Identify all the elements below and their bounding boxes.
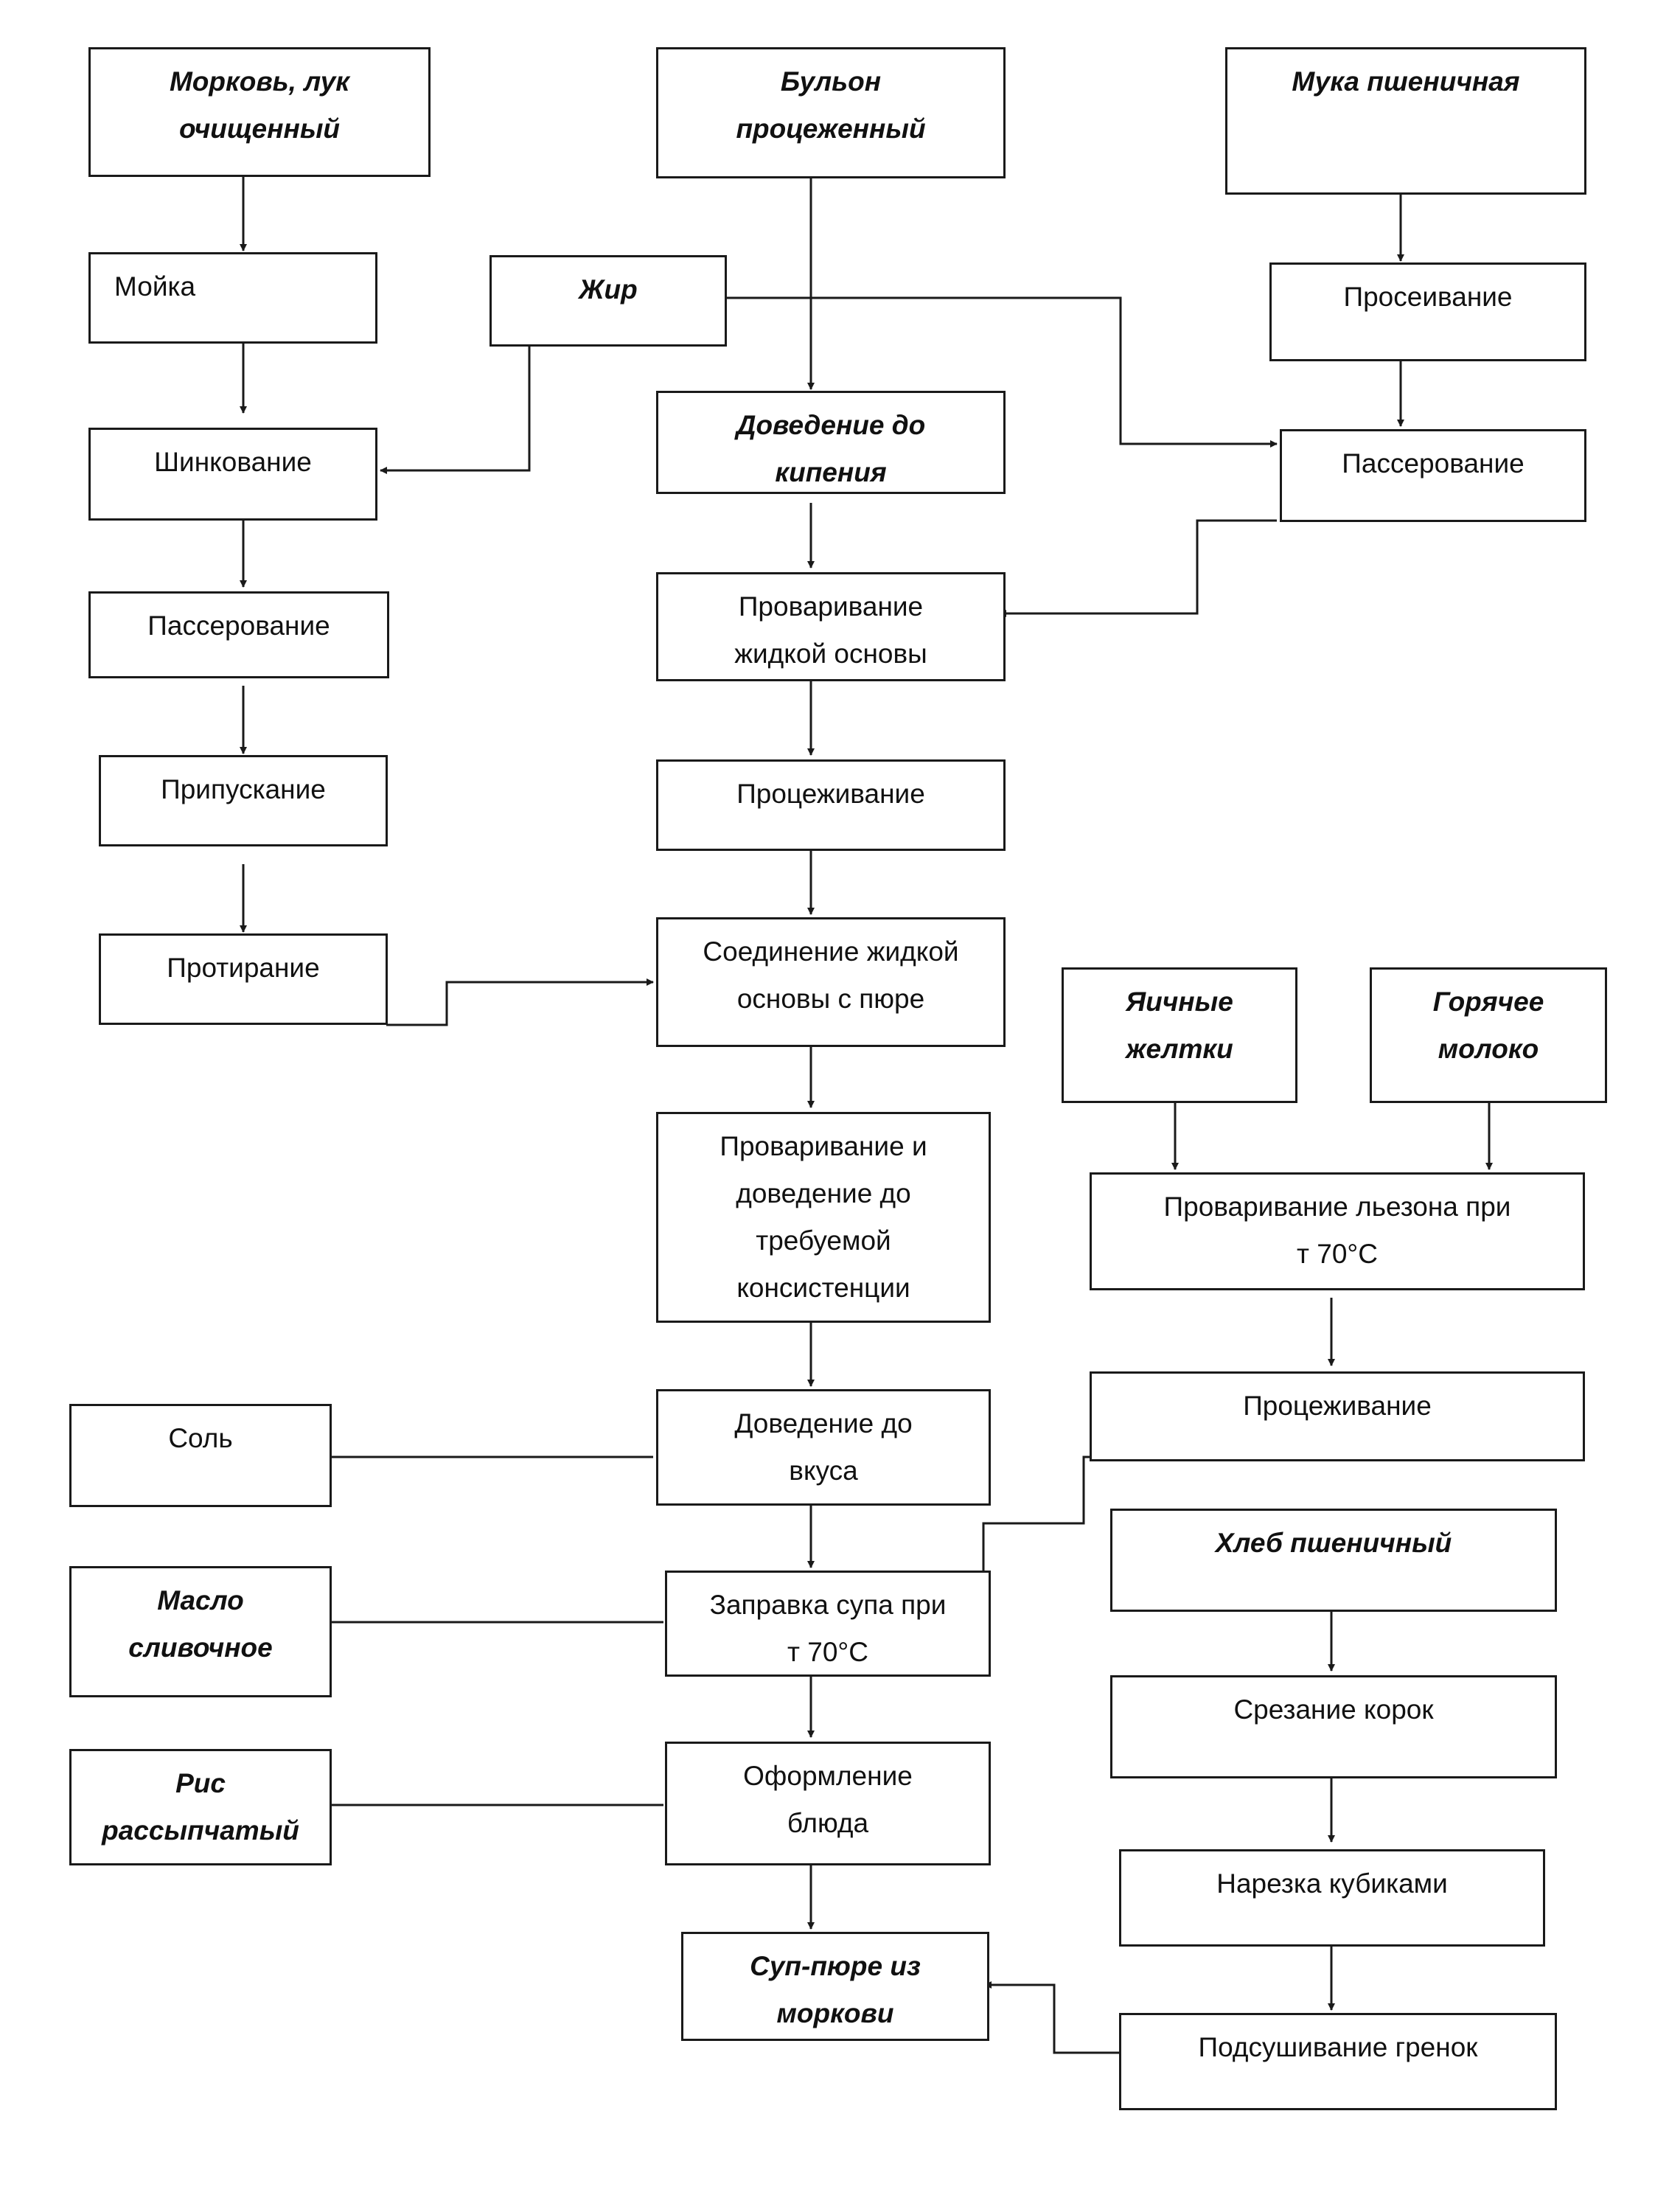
node-label: Проваривание жидкой основы — [734, 591, 927, 669]
node-rubbing: Протирание — [99, 933, 388, 1025]
node-flour: Мука пшеничная — [1225, 47, 1586, 195]
node-label: Припускание — [161, 774, 326, 804]
node-fat: Жир — [489, 255, 727, 347]
node-label: Рис рассыпчатый — [102, 1768, 299, 1846]
node-boiling: Доведение до кипения — [656, 391, 1006, 494]
node-poaching: Припускание — [99, 755, 388, 846]
node-label: Процеживание — [1243, 1391, 1432, 1421]
node-label: Заправка супа при т 70°С — [709, 1590, 947, 1667]
node-hot-milk: Горячее молоко — [1370, 967, 1607, 1103]
node-label: Горячее молоко — [1432, 987, 1544, 1064]
node-label: Протирание — [167, 953, 320, 983]
node-rice: Рис рассыпчатый — [69, 1749, 332, 1865]
node-label: Срезание корок — [1233, 1694, 1434, 1725]
node-label: Проваривание и доведение до требуемой ко… — [719, 1131, 927, 1303]
node-label: Просеивание — [1343, 282, 1513, 312]
node-lezon-straining: Процеживание — [1090, 1371, 1585, 1461]
arrow-lezon-to-dressing — [980, 1455, 1090, 1623]
node-label: Соединение жидкой основы с пюре — [703, 936, 959, 1014]
node-label: Пассерование — [1342, 448, 1525, 479]
node-shredding: Шинкование — [88, 428, 377, 521]
arrow-fat-to-flour-sauteing — [725, 296, 1278, 448]
node-label: Пассерование — [147, 611, 330, 641]
node-label: Хлеб пшеничный — [1215, 1528, 1452, 1558]
node-plating: Оформление блюда — [665, 1742, 991, 1865]
node-label: Мука пшеничная — [1292, 66, 1520, 97]
node-label: Суп-пюре из моркови — [750, 1951, 921, 2028]
node-carrot-onion: Морковь, лук очищенный — [88, 47, 431, 177]
node-salt: Соль — [69, 1404, 332, 1507]
node-label: Шинкование — [154, 447, 312, 477]
node-sauteing-vegetables: Пассерование — [88, 591, 389, 678]
node-label: Нарезка кубиками — [1216, 1868, 1448, 1899]
node-broth: Бульон процеженный — [656, 47, 1006, 178]
node-crust-cutting: Срезание корок — [1110, 1675, 1557, 1778]
node-label: Проваривание льезона при т 70°С — [1163, 1192, 1511, 1269]
node-label: Подсушивание гренок — [1198, 2032, 1478, 2062]
node-bread: Хлеб пшеничный — [1110, 1509, 1557, 1612]
arrow-sauteing-to-boiling-base — [999, 519, 1277, 617]
node-label: Жир — [579, 274, 638, 305]
node-label: Процеживание — [736, 779, 925, 809]
node-label: Оформление блюда — [743, 1761, 913, 1838]
node-butter: Масло сливочное — [69, 1566, 332, 1697]
node-lezon-boiling: Проваривание льезона при т 70°С — [1090, 1172, 1585, 1290]
node-soup-puree: Суп-пюре из моркови — [681, 1932, 989, 2041]
arrow-rubbing-to-combining — [386, 978, 654, 1026]
node-boiling-consistency: Проваривание и доведение до требуемой ко… — [656, 1112, 991, 1323]
node-label: Яичные желтки — [1126, 987, 1233, 1064]
node-label: Мойка — [114, 271, 196, 302]
node-label: Бульон процеженный — [736, 66, 926, 144]
node-label: Соль — [168, 1423, 233, 1453]
node-combining: Соединение жидкой основы с пюре — [656, 917, 1006, 1047]
node-washing: Мойка — [88, 252, 377, 344]
node-straining: Процеживание — [656, 759, 1006, 851]
node-label: Масло сливочное — [128, 1585, 273, 1663]
node-dicing: Нарезка кубиками — [1119, 1849, 1545, 1947]
node-label: Доведение до вкуса — [734, 1408, 913, 1486]
node-label: Доведение до кипения — [736, 410, 926, 487]
node-egg-yolks: Яичные желтки — [1062, 967, 1297, 1103]
node-sauteing-flour: Пассерование — [1280, 429, 1586, 522]
node-taste: Доведение до вкуса — [656, 1389, 991, 1506]
arrow-drying-to-soup — [984, 1981, 1119, 2054]
node-dressing: Заправка супа при т 70°С — [665, 1571, 991, 1677]
arrow-fat-to-shredding — [380, 345, 531, 474]
node-boiling-liquid-base: Проваривание жидкой основы — [656, 572, 1006, 681]
node-drying-croutons: Подсушивание гренок — [1119, 2013, 1557, 2110]
node-label: Морковь, лук очищенный — [169, 66, 350, 144]
node-sifting: Просеивание — [1269, 262, 1586, 361]
